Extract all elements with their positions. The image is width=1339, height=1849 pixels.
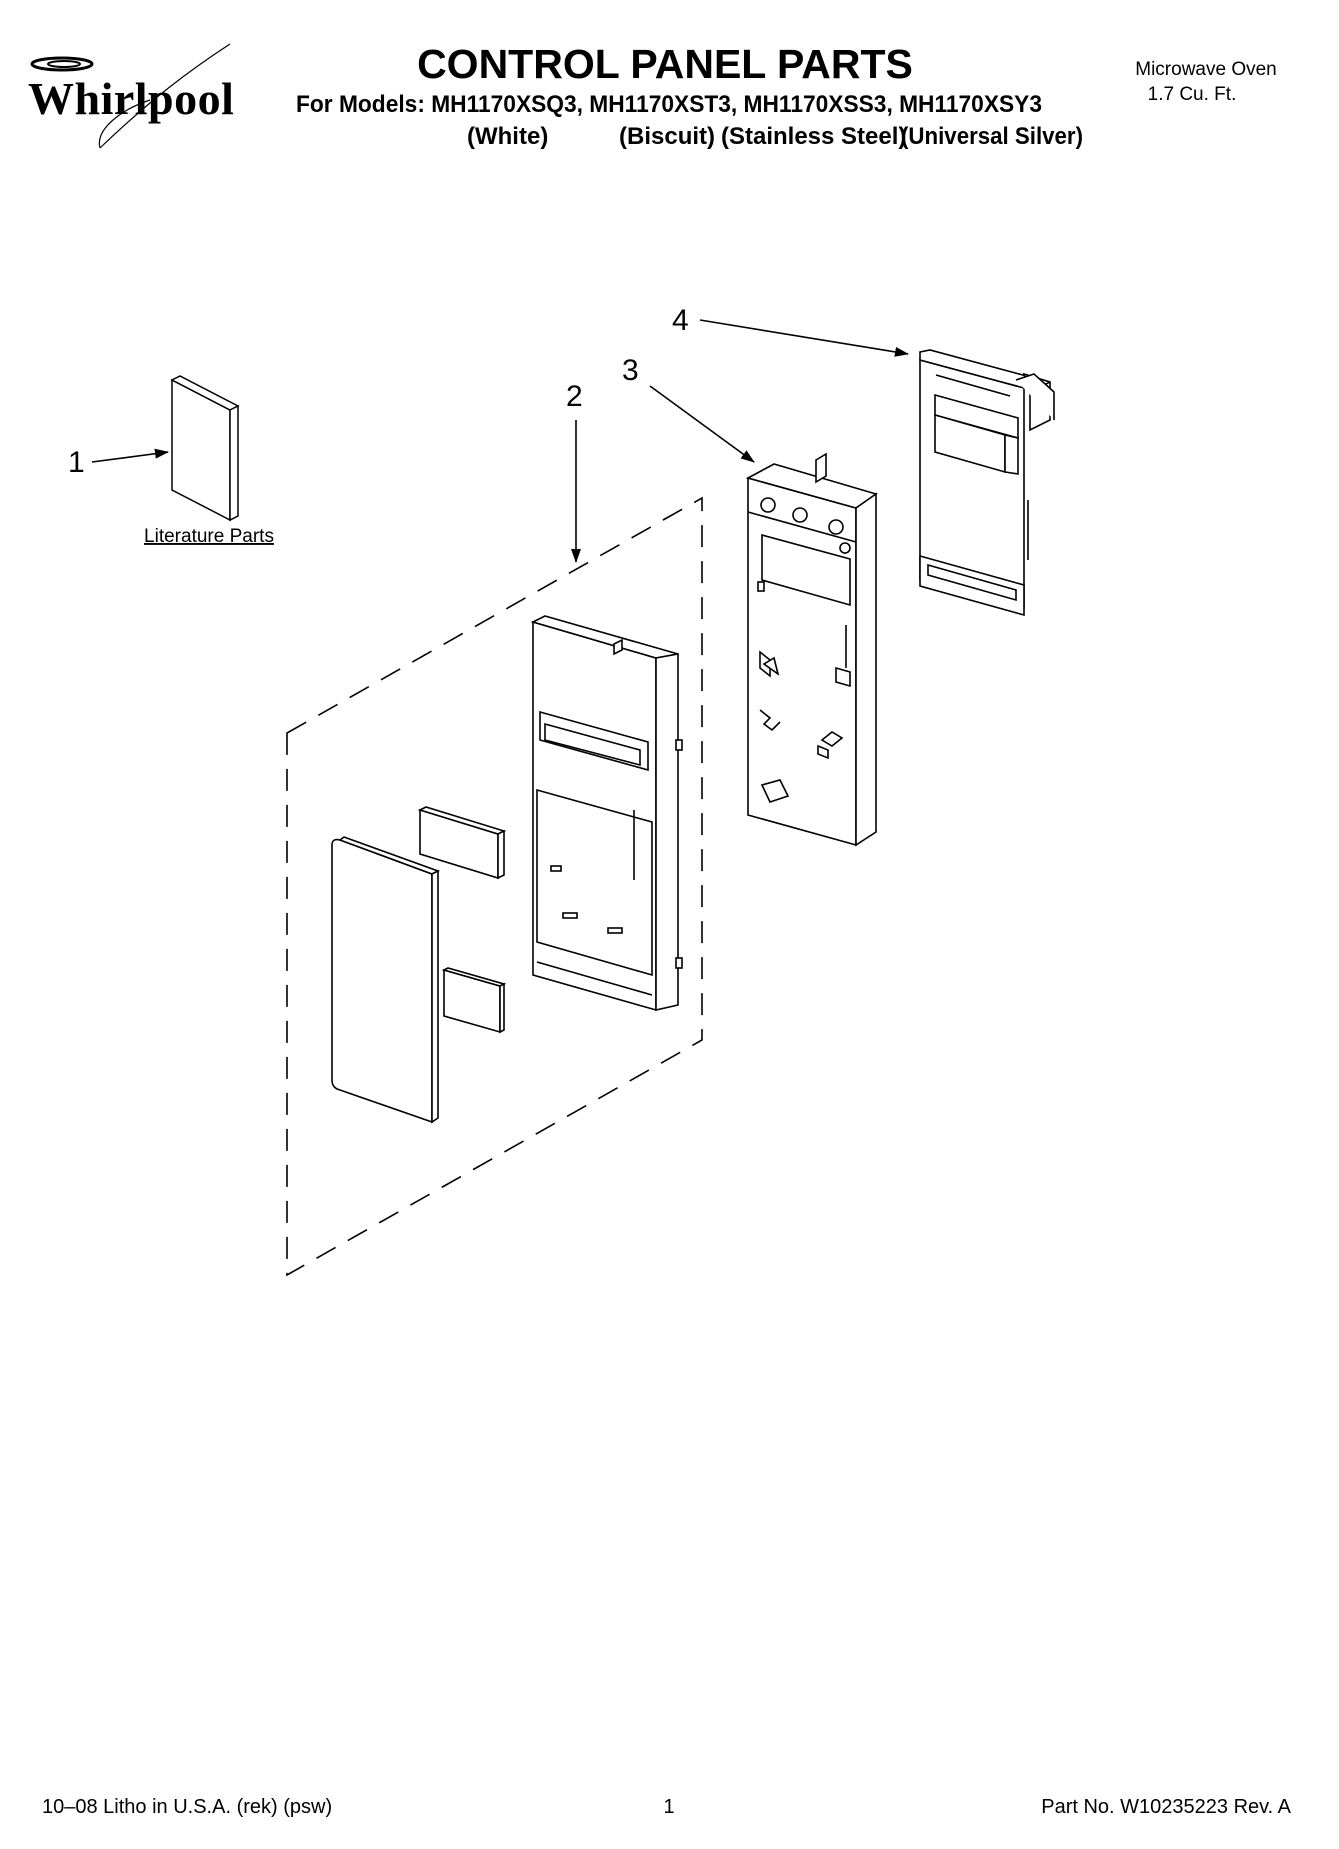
part-2-label-plate [441, 967, 507, 1034]
part-3-control-bracket [745, 452, 878, 847]
color-silver: (Universal Silver) [901, 123, 1083, 150]
part-1-literature-book [170, 375, 240, 522]
models-line: For Models: MH1170XSQ3, MH1170XST3, MH11… [296, 91, 1042, 118]
footer-part-number: Part No. W10235223 Rev. A [1041, 1796, 1291, 1818]
leader-arrow-3 [649, 385, 755, 463]
callout-4: 4 [672, 304, 689, 337]
color-white: (White) [467, 123, 548, 150]
part-2-membrane-overlay [331, 836, 441, 1124]
product-capacity: 1.7 Cu. Ft. [1148, 84, 1237, 105]
literature-parts-label: Literature Parts [144, 526, 274, 547]
footer-page-number: 1 [663, 1796, 674, 1818]
callout-1: 1 [68, 446, 85, 479]
part-2-display-window [417, 806, 507, 880]
page-title: CONTROL PANEL PARTS [417, 41, 913, 87]
product-name: Microwave Oven [1135, 59, 1277, 80]
callout-2: 2 [566, 380, 583, 413]
color-biscuit: (Biscuit) [619, 123, 715, 150]
footer-litho: 10–08 Litho in U.S.A. (rek) (psw) [42, 1796, 332, 1818]
color-stainless: (Stainless Steel) [721, 123, 906, 150]
part-4-electronic-control-board [919, 349, 1055, 617]
whirlpool-swirl-icon [30, 43, 231, 149]
leader-arrow-1 [91, 448, 169, 463]
leader-arrow-4 [699, 319, 909, 357]
part-2-control-panel-frame [530, 615, 683, 1012]
callout-3: 3 [622, 354, 639, 387]
whirlpool-logo: Whirlpool [28, 43, 234, 149]
brand-logo-text: Whirlpool [28, 73, 234, 124]
part-2-dashed-boundary [286, 496, 703, 1277]
